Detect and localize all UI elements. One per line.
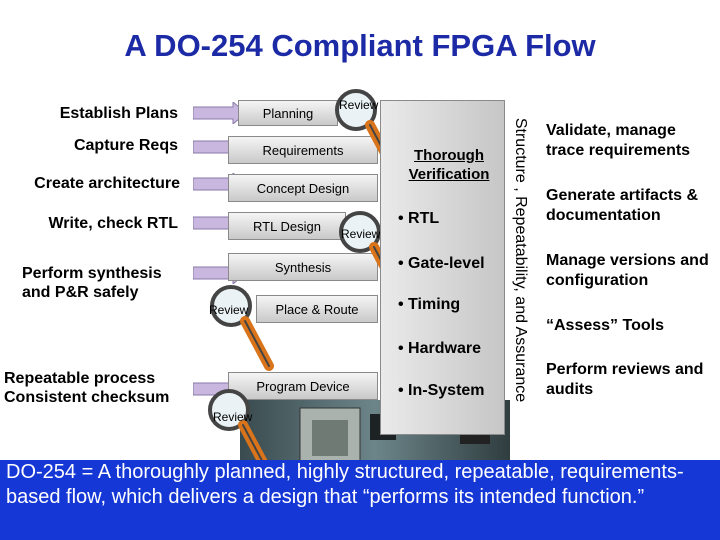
review-label: Review [213, 410, 253, 424]
label-synthesis-pr: Perform synthesis and P&R safely [22, 265, 162, 301]
label-write-rtl: Write, check RTL [48, 215, 178, 232]
assurance-text: Structure , Repeatability, and Assurance [511, 117, 529, 403]
right-item-artifacts: Generate artifacts & documentation [546, 187, 699, 224]
verification-item: • Gate-level [398, 255, 485, 272]
verification-item: • Timing [398, 296, 461, 313]
step-synthesis: Synthesis [228, 253, 378, 281]
review-label: Review [341, 227, 381, 241]
verification-title: Thorough Verification [408, 147, 490, 183]
magnifier-icon [210, 285, 274, 371]
step-concept-design: Concept Design [228, 174, 378, 202]
verification-item: • In-System [398, 382, 485, 399]
label-establish-plans: Establish Plans [59, 105, 178, 122]
right-item-validate: Validate, manage trace requirements [546, 122, 691, 159]
review-label: Review [209, 303, 249, 317]
step-planning: Planning [238, 100, 338, 126]
label-capture-reqs: Capture Reqs [73, 137, 178, 154]
step-place-route: Place & Route [256, 295, 378, 323]
right-item-reviews: Perform reviews and audits [546, 361, 704, 398]
slide-title: A DO-254 Compliant FPGA Flow [124, 28, 596, 63]
step-requirements: Requirements [228, 136, 378, 164]
footer-banner: DO-254 = A thoroughly planned, highly st… [0, 460, 720, 540]
step-program-device: Program Device [228, 372, 378, 400]
footer-text: DO-254 = A thoroughly planned, highly st… [6, 461, 684, 508]
assurance-vertical-label: Structure , Repeatability, and Assurance [507, 100, 532, 420]
verification-panel [380, 100, 505, 435]
review-label: Review [339, 98, 379, 112]
label-repeatable-process: Repeatable process Consistent checksum [4, 370, 170, 406]
step-rtl-design: RTL Design [228, 212, 346, 240]
verification-item: • RTL [398, 210, 440, 227]
right-item-assess-tools: “Assess” Tools [546, 317, 664, 334]
label-create-architecture: Create architecture [34, 175, 180, 192]
right-item-versions: Manage versions and configuration [546, 252, 709, 289]
verification-item: • Hardware [398, 340, 481, 357]
